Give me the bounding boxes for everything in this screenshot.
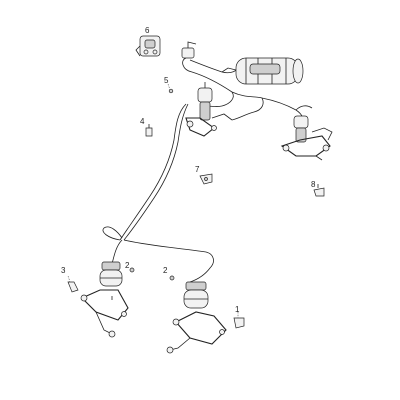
rear-left-air-spring-assembly	[80, 261, 129, 338]
callout-2-left: 2	[125, 261, 130, 270]
callout-7: 7	[195, 165, 200, 174]
compressor-bracket-part	[135, 35, 161, 57]
callout-1: 1	[235, 305, 240, 314]
fastener-part-5	[167, 83, 174, 94]
callout-4: 4	[140, 117, 145, 126]
fastener-part-2-right	[169, 275, 175, 281]
air-line-harness	[102, 57, 313, 283]
callout-8: 8	[311, 180, 316, 189]
air-compressor-assembly	[181, 41, 304, 85]
fastener-part-2-left	[129, 267, 135, 273]
front-left-air-strut	[185, 82, 233, 137]
callout-2-right: 2	[163, 266, 168, 275]
height-sensor-part-3	[67, 275, 79, 293]
callout-6: 6	[145, 26, 150, 35]
rear-right-air-spring-assembly	[166, 281, 227, 354]
callout-5: 5	[164, 76, 169, 85]
sensor-bracket-part-4	[145, 124, 153, 137]
height-sensor-part-1	[233, 312, 245, 329]
front-right-air-strut	[280, 115, 333, 161]
height-sensor-part-8	[313, 184, 325, 197]
callout-3: 3	[61, 266, 66, 275]
bracket-part-7	[199, 173, 213, 185]
callout-labels: 6 5 4 7 8 2 2 3 1	[61, 26, 316, 314]
